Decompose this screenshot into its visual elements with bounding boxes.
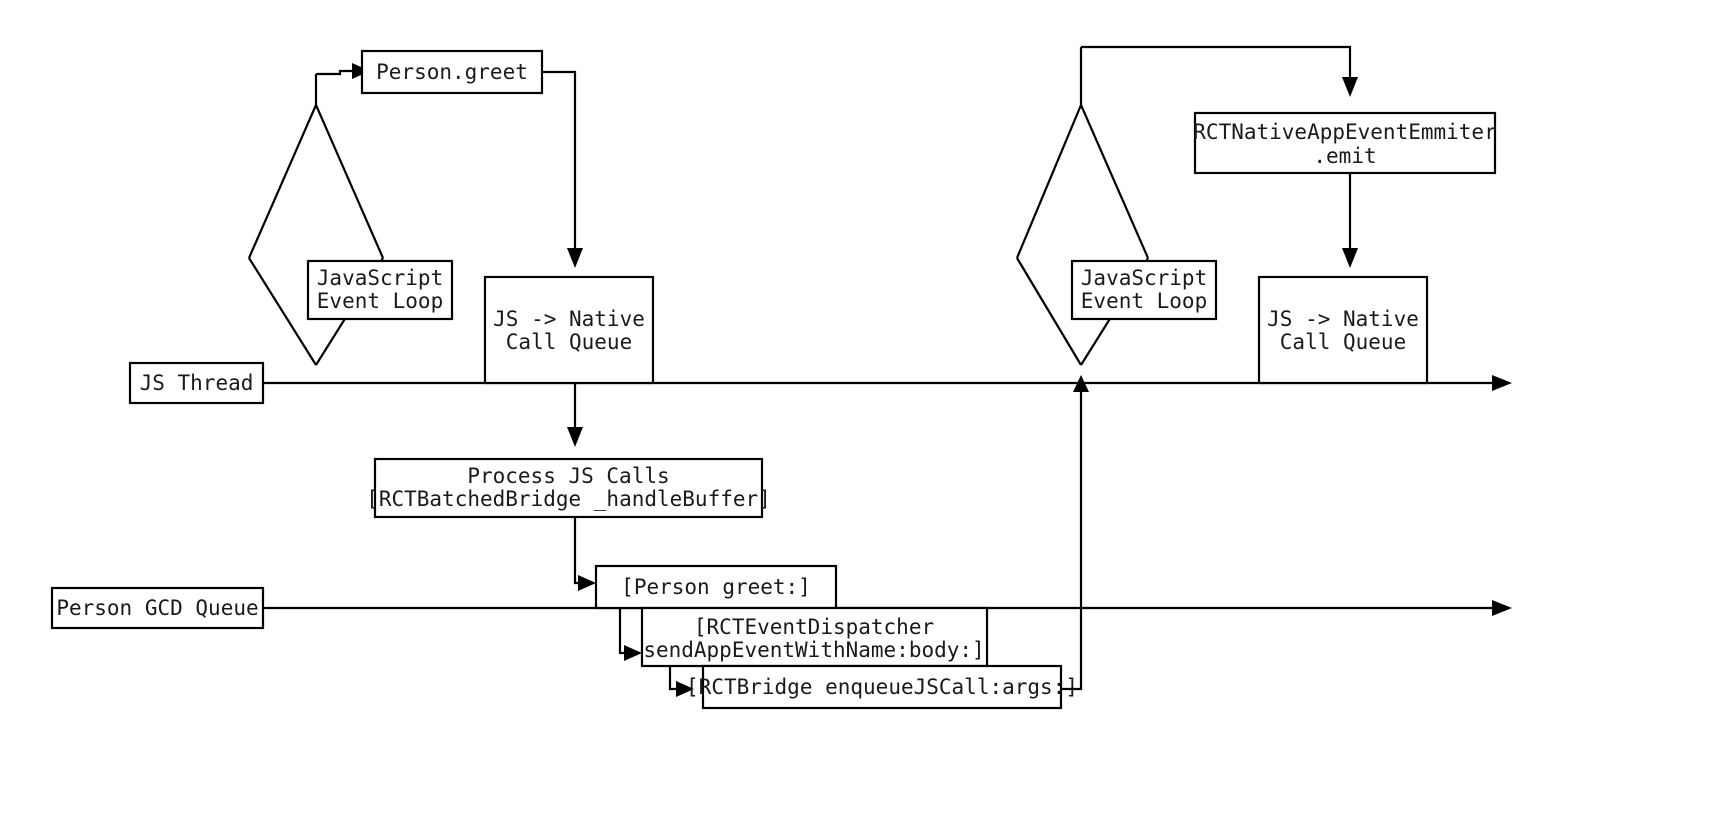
box-person-greet-call-label: [Person greet:] (621, 575, 811, 599)
box-js-event-loop-right: JavaScript Event Loop (1070, 259, 1218, 321)
connector-enqueue-to-js-thread (1061, 375, 1089, 691)
arrowhead-icon (1342, 77, 1358, 97)
js-thread-label: JS Thread (140, 371, 254, 395)
box-js-native-call-queue-right-line1: JS -> Native (1267, 307, 1419, 331)
arrowhead-icon (1342, 248, 1358, 268)
box-process-js-calls-line2: [RCTBatchedBridge _handleBuffer] (366, 487, 771, 511)
connector-eventloop-right-to-emitter (1081, 45, 1358, 97)
connector-person-greet-to-queue (542, 70, 583, 268)
box-event-dispatcher-line1: [RCTEventDispatcher (694, 615, 934, 639)
box-js-event-loop-left: JavaScript Event Loop (306, 259, 454, 321)
arrowhead-icon (1073, 375, 1089, 392)
connector-emitter-to-queue-right (1342, 173, 1358, 268)
arrowhead-icon (676, 681, 694, 697)
box-person-greet-label: Person.greet (376, 60, 528, 84)
box-js-event-loop-right-line1: JavaScript (1081, 266, 1207, 290)
connector-process-to-person-greet-call (573, 517, 596, 591)
box-js-native-call-queue-right: JS -> Native Call Queue (1257, 275, 1429, 385)
box-person-greet: Person.greet (360, 49, 544, 95)
box-event-dispatcher: [RCTEventDispatcher sendAppEventWithName… (640, 606, 989, 668)
box-js-native-call-queue-left-line2: Call Queue (506, 330, 632, 354)
box-process-js-calls-line1: Process JS Calls (467, 464, 669, 488)
box-process-js-calls: Process JS Calls [RCTBatchedBridge _hand… (366, 457, 771, 519)
person-gcd-queue-label: Person GCD Queue (56, 596, 258, 620)
js-thread-label-box (128, 361, 265, 405)
box-js-native-call-queue-left-line1: JS -> Native (493, 307, 645, 331)
connector-queue-to-process (567, 383, 583, 447)
connector-person-greet-call-to-dispatcher (618, 608, 642, 661)
box-js-event-loop-left-line2: Event Loop (317, 289, 443, 313)
box-enqueue-js-call-label: [RCTBridge enqueueJSCall:args:] (686, 675, 1078, 699)
box-native-app-event-emitter: RCTNativeAppEventEmmiter .emit (1193, 111, 1497, 175)
js-thread-arrow-icon (1492, 375, 1512, 391)
arrowhead-icon (567, 248, 583, 268)
js-thread-lane: JS Thread (128, 361, 1512, 405)
box-js-event-loop-right-line2: Event Loop (1081, 289, 1207, 313)
box-js-native-call-queue-left: JS -> Native Call Queue (483, 275, 655, 385)
arrowhead-icon (578, 575, 596, 591)
connector-dispatcher-to-enqueue (668, 666, 694, 697)
box-native-app-event-emitter-line1: RCTNativeAppEventEmmiter (1193, 120, 1496, 144)
js-event-loop-right-diamond-icon (1015, 104, 1150, 366)
arrowhead-icon (624, 645, 642, 661)
person-gcd-queue-arrow-icon (1492, 600, 1512, 616)
person-gcd-queue-lane: Person GCD Queue (50, 586, 1512, 630)
box-js-event-loop-left-line1: JavaScript (317, 266, 443, 290)
box-person-greet-call: [Person greet:] (594, 564, 838, 610)
js-event-loop-left-diamond-icon (247, 104, 385, 366)
arrowhead-icon (567, 427, 583, 447)
box-js-native-call-queue-right-line2: Call Queue (1280, 330, 1406, 354)
box-native-app-event-emitter-line2: .emit (1313, 144, 1376, 168)
box-event-dispatcher-line2: sendAppEventWithName:body:] (643, 638, 984, 662)
box-enqueue-js-call: [RCTBridge enqueueJSCall:args:] (686, 664, 1078, 710)
